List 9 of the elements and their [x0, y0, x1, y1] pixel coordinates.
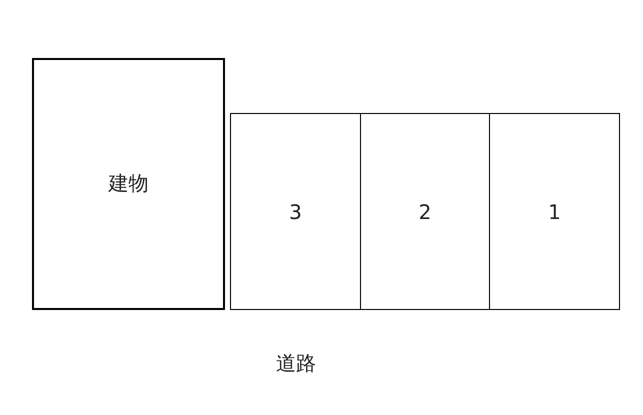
lot-number: 1 [548, 200, 561, 224]
building-box [32, 58, 225, 310]
building-label: 建物 [108, 170, 148, 196]
lot-box [360, 113, 490, 310]
lot-box [489, 113, 620, 310]
lot-number: 2 [418, 200, 432, 224]
lot-box [230, 113, 361, 310]
lot-number: 3 [289, 200, 302, 224]
road-label: 道路 [276, 350, 316, 377]
